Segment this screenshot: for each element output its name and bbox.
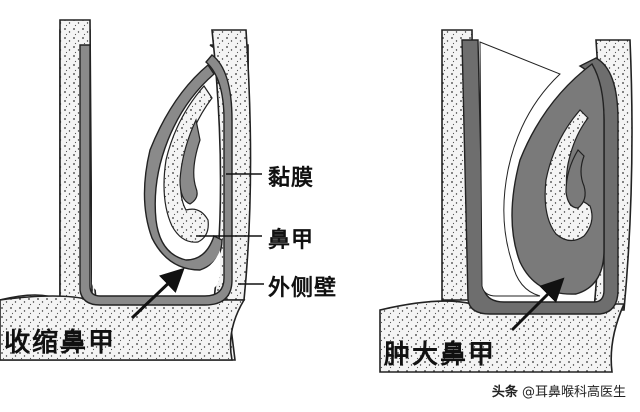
turbinate-label: 鼻甲 xyxy=(268,228,315,253)
left-airway xyxy=(92,50,220,292)
right-arrow xyxy=(510,277,565,332)
shrunk-turbinate-label: 收缩鼻甲 xyxy=(4,328,117,358)
watermark-brand: 头条 xyxy=(491,385,518,400)
right-floor xyxy=(379,300,626,373)
lateral-wall-label: 外侧壁 xyxy=(268,276,338,301)
left-turbinate-inner xyxy=(179,118,201,205)
swollen-turbinate-label: 肿大鼻甲 xyxy=(384,340,497,370)
left-turbinate-mucosa xyxy=(143,63,223,271)
right-turbinate-bone xyxy=(544,109,593,242)
left-floor xyxy=(0,295,246,361)
right-airway xyxy=(479,41,561,297)
left-arrow xyxy=(130,267,185,320)
left-panel xyxy=(0,19,264,361)
right-mucosa-swollen xyxy=(461,39,619,315)
mucosa-label: 黏膜 xyxy=(268,166,315,191)
watermark: 头条 @耳鼻喉科高医生 xyxy=(492,381,626,400)
left-mucosa-channel xyxy=(79,44,233,306)
right-panel xyxy=(379,29,633,373)
watermark-account: @耳鼻喉科高医生 xyxy=(521,385,626,400)
right-turbinate-inner xyxy=(565,149,586,209)
